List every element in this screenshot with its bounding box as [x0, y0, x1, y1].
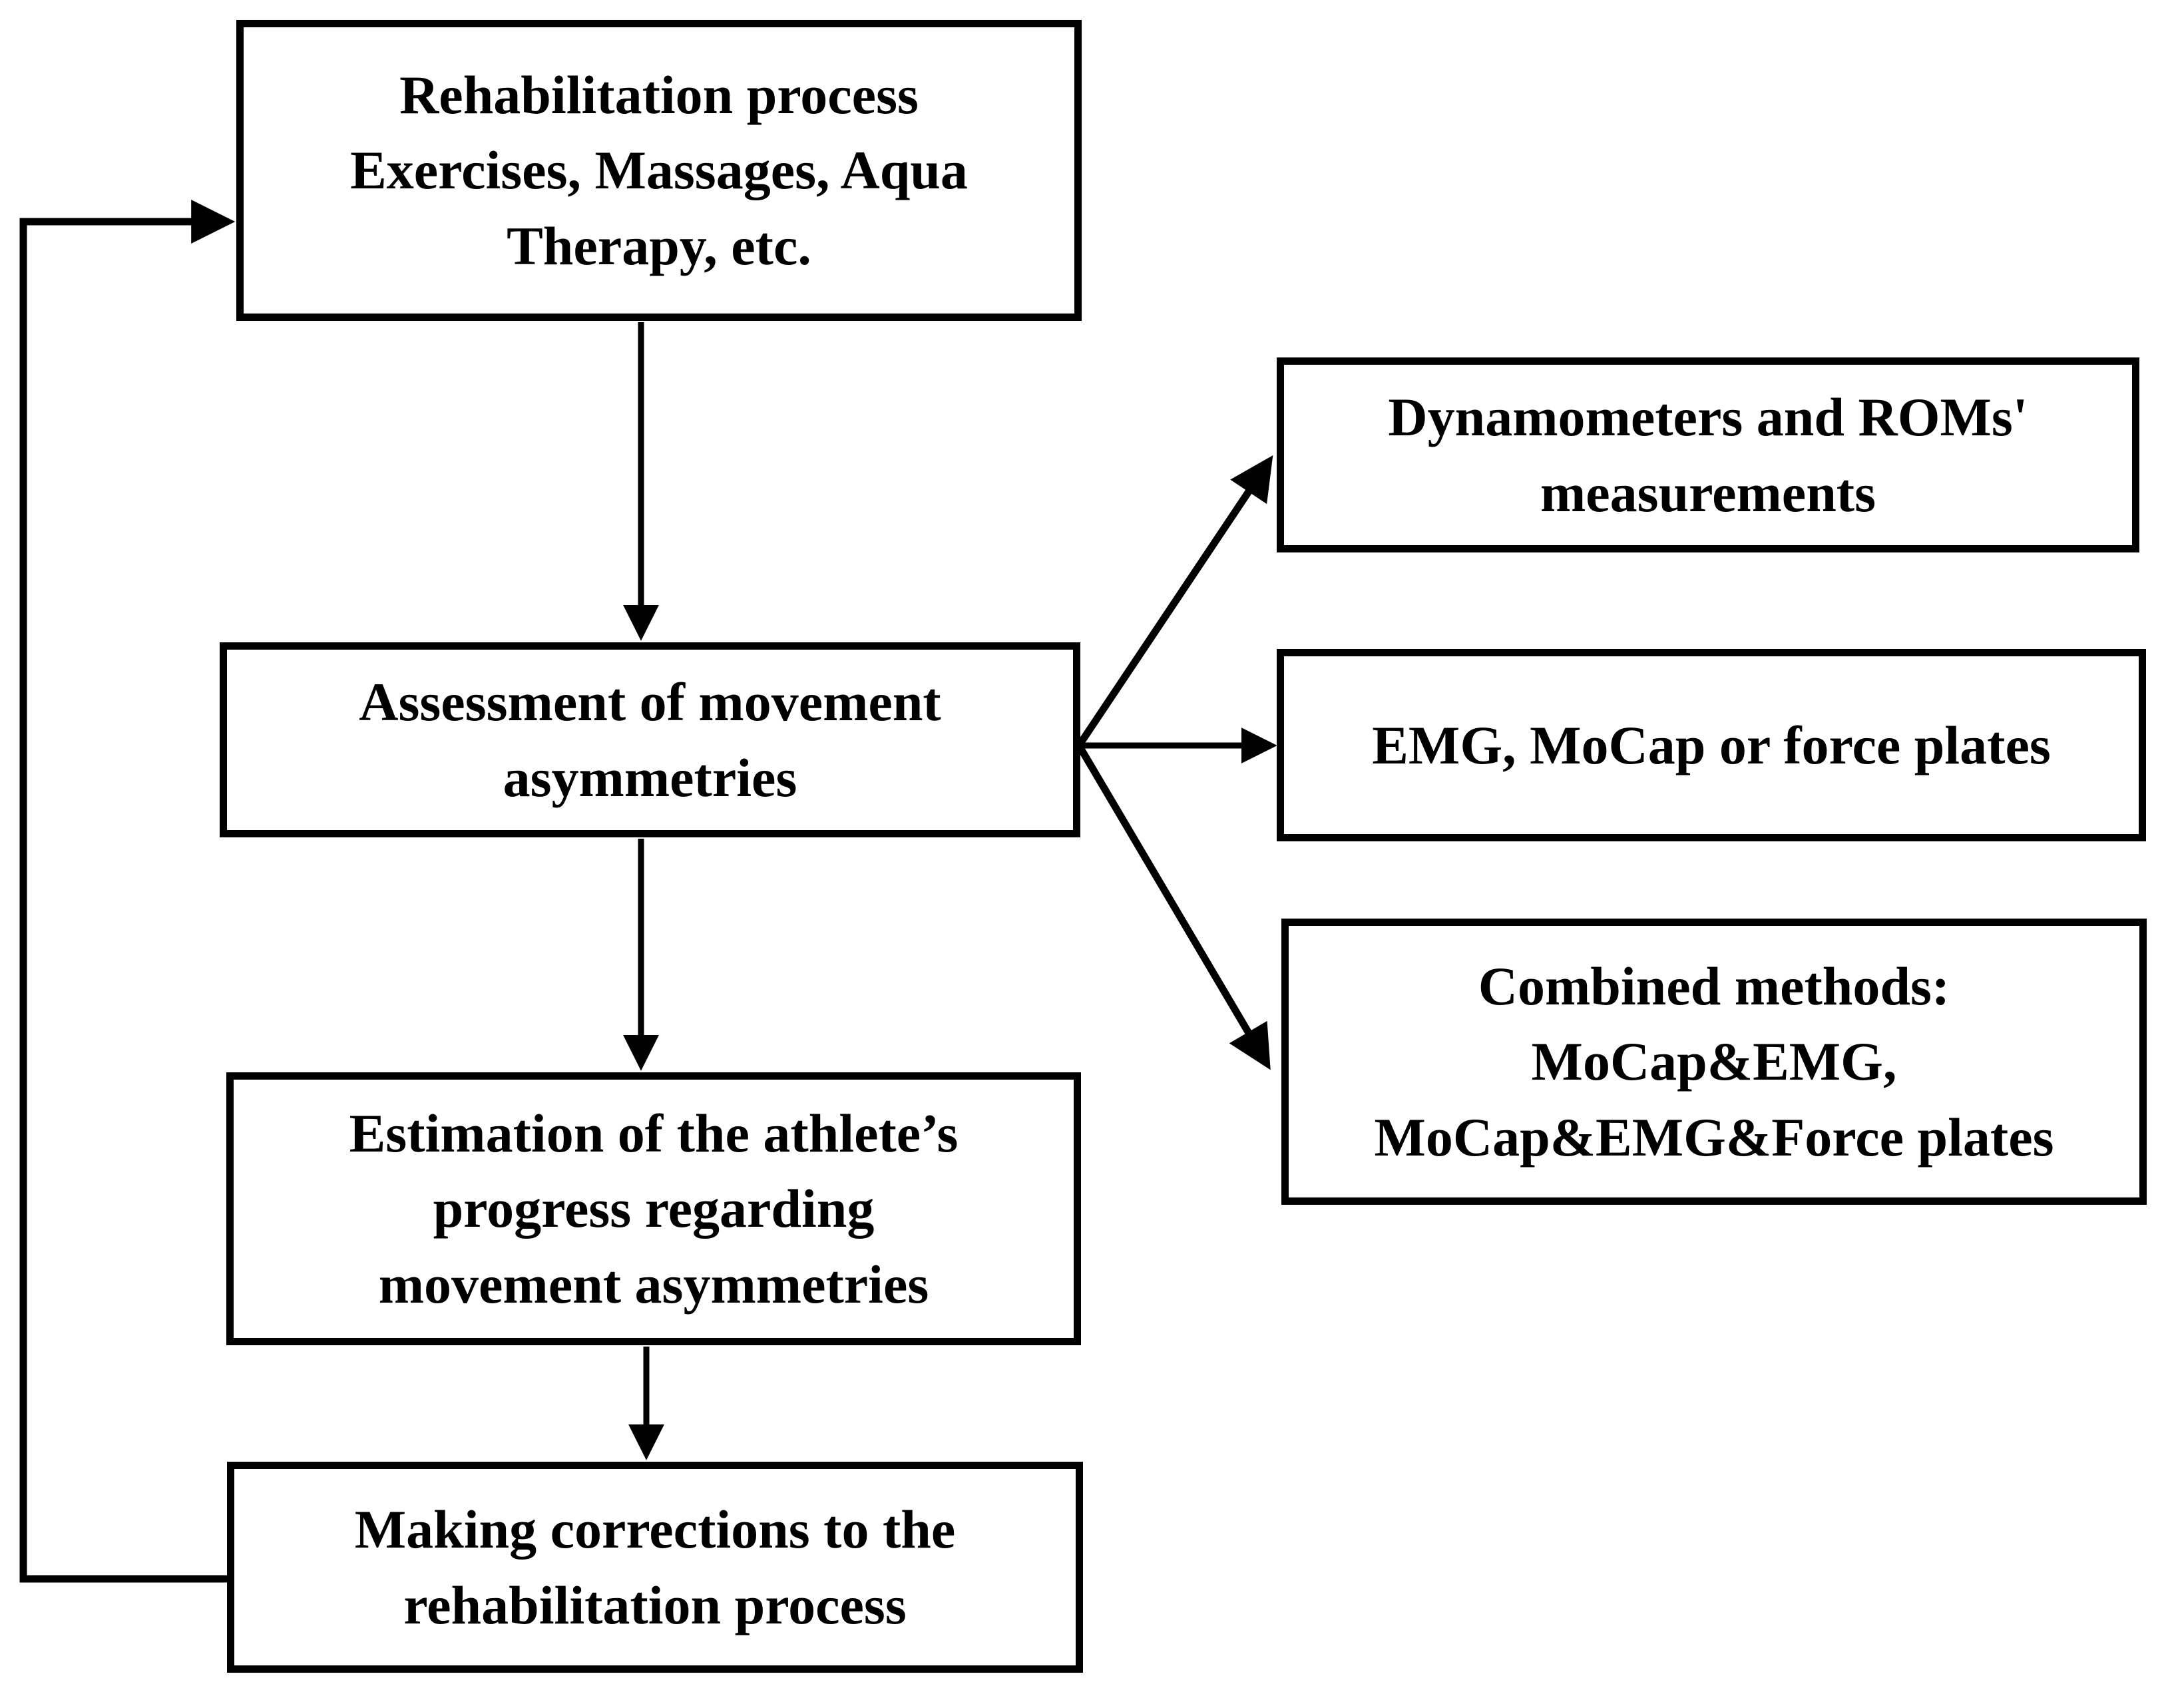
node-making-corrections: Making corrections to the rehabilitation… — [227, 1462, 1083, 1673]
node-emg-label: EMG, MoCap or force plates — [1372, 714, 2051, 775]
edge-assessment-to-dynamometers — [1076, 455, 1273, 748]
edge-corrections-to-rehabilitation-feedback — [19, 200, 236, 1583]
node-estimation-of-athletes-progress: Estimation of the athlete’s progress reg… — [226, 1072, 1081, 1345]
node-assessment-label: Assessment of movement asymmetries — [359, 672, 941, 808]
node-corrections-label: Making corrections to the rehabilitation… — [354, 1499, 956, 1635]
node-emg-mocap-or-force-plates: EMG, MoCap or force plates — [1277, 649, 2146, 841]
node-rehabilitation-process-label: Rehabilitation process Exercises, Massag… — [350, 65, 968, 276]
node-rehabilitation-process: Rehabilitation process Exercises, Massag… — [236, 20, 1082, 321]
node-dynamometers-and-roms-measurements: Dynamometers and ROMs' measurements — [1277, 357, 2139, 552]
node-estimation-label: Estimation of the athlete’s progress reg… — [349, 1103, 959, 1315]
node-combined-methods: Combined methods: MoCap&EMG, MoCap&EMG&F… — [1281, 919, 2147, 1205]
node-assessment-of-movement-asymmetries: Assessment of movement asymmetries — [220, 642, 1080, 837]
node-dynamometers-label: Dynamometers and ROMs' measurements — [1388, 387, 2028, 523]
edge-assessment-to-combined-methods — [1076, 744, 1271, 1070]
node-combined-methods-label: Combined methods: MoCap&EMG, MoCap&EMG&F… — [1374, 956, 2054, 1168]
